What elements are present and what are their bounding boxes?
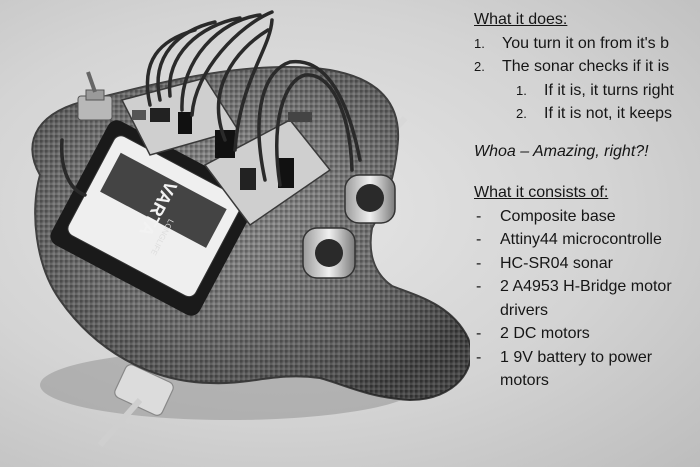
list-number: 2.: [474, 59, 485, 74]
list-item-text: Attiny44 microcontrolle: [500, 231, 662, 248]
list-item-continuation: drivers: [500, 301, 549, 319]
bullet-dash: -: [476, 231, 482, 248]
sub-list-item: 1. If it is, it turns right: [462, 79, 700, 103]
motor-driver-board: [203, 112, 332, 227]
list-item-text: HC-SR04 sonar: [500, 254, 613, 272]
list-number: 2.: [516, 106, 527, 121]
list-number: 1.: [516, 82, 527, 98]
bullet-dash: -: [476, 254, 482, 272]
text-panel: What it does: 1. You turn it on from it'…: [462, 8, 700, 393]
list-item: - 2 A4953 H-Bridge motor drivers: [462, 275, 700, 322]
list-item: - Attiny44 microcontrolle: [462, 228, 700, 252]
heading-what-it-consists-of: What it consists of:: [474, 184, 609, 201]
battery: VARTA LONGLIFE: [50, 120, 258, 316]
bullet-dash: -: [476, 348, 482, 366]
list-item-text: 2 DC motors: [500, 325, 590, 342]
list-item-text: If it is, it turns right: [544, 81, 674, 99]
list-item: - Composite base: [462, 205, 700, 229]
list-item-text: 2 A4953 H-Bridge motor: [500, 278, 672, 295]
bullet-dash: -: [476, 278, 482, 295]
sonar-sensor: [302, 174, 396, 279]
left-motor: [97, 364, 174, 447]
list-item-continuation: motors: [500, 372, 549, 389]
sub-list-item: 2. If it is not, it keeps: [462, 102, 700, 126]
wires: [60, 10, 362, 197]
microcontroller-board: [120, 77, 240, 156]
tagline: Whoa – Amazing, right?!: [474, 142, 649, 160]
list-number: 1.: [474, 35, 485, 51]
list-item: - 2 DC motors: [462, 322, 700, 346]
list-item-text: If it is not, it keeps: [544, 105, 673, 122]
power-switch: [77, 71, 113, 121]
bullet-dash: -: [476, 325, 482, 342]
list-item: - HC-SR04 sonar: [462, 252, 700, 276]
list-item-text: Composite base: [500, 207, 616, 225]
list-item-text: You turn it on from it's b: [502, 34, 669, 52]
list-item: - 1 9V battery to power motors: [462, 346, 700, 393]
list-item: 1. You turn it on from it's b: [462, 32, 700, 56]
heading-what-it-does: What it does:: [474, 11, 568, 28]
list-item: 2. The sonar checks if it is: [462, 55, 700, 79]
robot-photo: VARTA LONGLIFE: [31, 10, 470, 447]
bullet-dash: -: [476, 207, 482, 225]
list-item-text: 1 9V battery to power: [500, 348, 653, 366]
list-item-text: The sonar checks if it is: [502, 58, 670, 75]
